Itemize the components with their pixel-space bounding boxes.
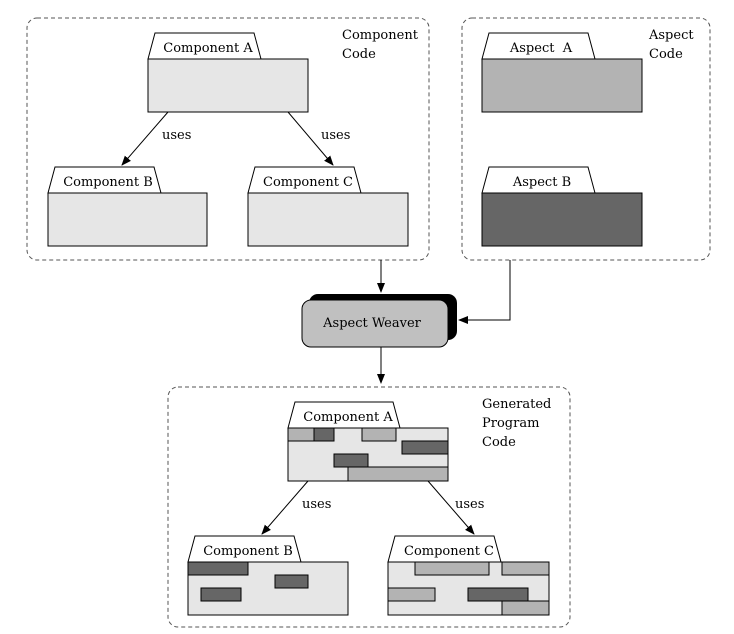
generated-uses-label-left: uses <box>302 497 331 512</box>
generated-component-b-label: Component B <box>203 544 293 559</box>
component-code-group <box>26 17 430 261</box>
aspect-weaver-label: Aspect Weaver <box>322 316 421 331</box>
aspect-weaver-box <box>301 299 449 348</box>
component-a-package: Component A <box>147 32 309 113</box>
uses-label-right: uses <box>321 128 350 143</box>
generated-component-c-package: Component C <box>387 535 550 616</box>
uses-label-left: uses <box>162 128 191 143</box>
aspect-b-package: Aspect B <box>481 166 643 247</box>
generated-uses-arrow-a-to-b <box>261 480 309 535</box>
generated-component-c-label: Component C <box>404 544 494 559</box>
generated-title-line3: Code <box>482 435 516 450</box>
component-b-package: Component B <box>47 166 208 247</box>
component-code-title-line1: Component <box>342 28 419 43</box>
generated-component-a-label: Component A <box>303 410 393 425</box>
generated-title-line2: Program <box>482 416 539 431</box>
arrow-aspect-code-to-weaver <box>458 260 511 324</box>
aspect-code-title-line1: Aspect <box>648 28 694 43</box>
uses-arrow-a-to-b <box>121 111 169 166</box>
generated-title-line1: Generated <box>482 397 551 412</box>
component-a-label: Component A <box>163 41 253 56</box>
aspect-b-label: Aspect B <box>512 175 571 190</box>
component-code-title-line2: Code <box>342 47 376 62</box>
aspect-code-title-line2: Code <box>649 47 683 62</box>
generated-component-a-package: Component A <box>287 401 449 482</box>
aspect-a-label: Aspect A <box>509 41 573 56</box>
generated-component-b-package: Component B <box>187 535 349 616</box>
generated-uses-arrow-a-to-c <box>427 480 475 535</box>
aspect-weaver-node: Aspect Weaver <box>301 294 457 348</box>
aspect-a-package: Aspect A <box>481 32 643 113</box>
generated-code-group <box>167 386 571 628</box>
component-c-package: Component C <box>247 166 409 247</box>
aspect-code-group <box>461 17 711 261</box>
component-c-label: Component C <box>263 175 353 190</box>
component-b-label: Component B <box>63 175 153 190</box>
uses-arrow-a-to-c <box>287 111 334 166</box>
generated-uses-label-right: uses <box>455 497 484 512</box>
